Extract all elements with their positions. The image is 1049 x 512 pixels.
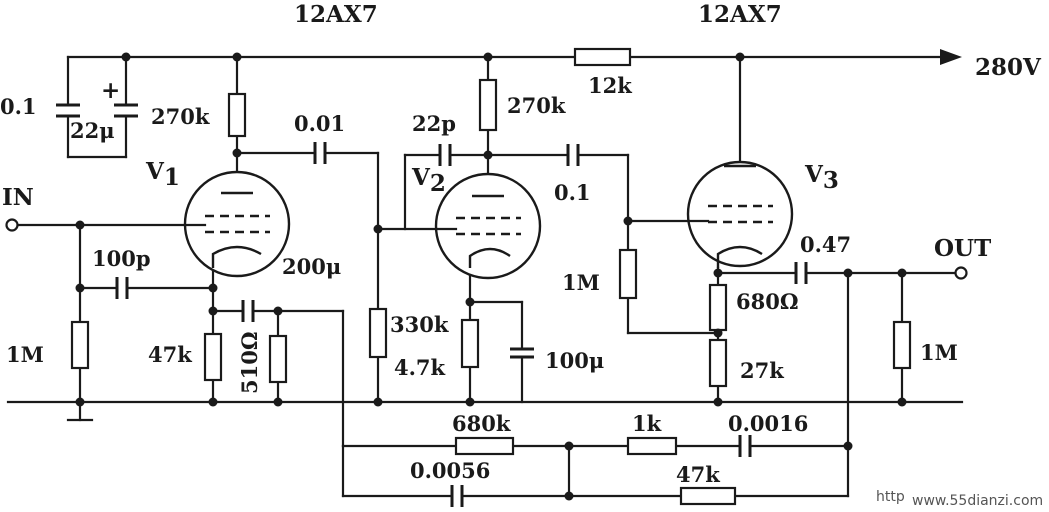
capacitor-v2-feedback bbox=[438, 144, 452, 166]
output-terminal bbox=[954, 266, 968, 280]
capacitors: + bbox=[56, 77, 808, 507]
resistor-510-label: 510Ω bbox=[237, 331, 262, 394]
tube-type-left-label: 12AX7 bbox=[294, 1, 378, 28]
cap-v2-feedback-label: 22p bbox=[412, 111, 456, 136]
resistors bbox=[70, 47, 912, 506]
input-terminal bbox=[5, 218, 19, 232]
resistor-feedback-label: 680k bbox=[452, 411, 511, 436]
cap-output-label: 0.47 bbox=[800, 232, 851, 257]
capacitor-output bbox=[794, 262, 808, 284]
capacitor-supply-bypass bbox=[56, 103, 80, 118]
resistor-tone-47k bbox=[679, 486, 737, 506]
resistor-v1-plate bbox=[227, 92, 247, 138]
tube-v1-label: V1 bbox=[145, 158, 180, 191]
cap-v1-cathode-label: 200μ bbox=[282, 254, 341, 279]
tube-v2-icon bbox=[434, 172, 542, 280]
junction-dots bbox=[75, 52, 907, 501]
resistor-v2-grid bbox=[368, 307, 388, 359]
resistor-output-load bbox=[892, 320, 912, 370]
resistor-supply-12k bbox=[573, 47, 632, 67]
capacitor-v1-cathode bbox=[241, 300, 255, 322]
resistor-v3-cathode-bottom bbox=[708, 338, 728, 388]
resistor-v1-plate-label: 270k bbox=[151, 104, 210, 129]
resistor-v2-plate-label: 270k bbox=[507, 93, 566, 118]
resistor-tone-47k-label: 47k bbox=[676, 462, 720, 487]
capacitor-v1-grid bbox=[115, 277, 129, 299]
resistor-v3-cathode-top bbox=[708, 283, 728, 332]
watermark-site: www.55dianzi.com bbox=[912, 493, 1043, 509]
resistor-v1-cathode-label: 47k bbox=[148, 342, 192, 367]
cap-supply-bypass-label: 0.1 bbox=[0, 94, 37, 119]
capacitor-coupling-1 bbox=[313, 142, 327, 164]
resistor-tone-1k bbox=[626, 436, 678, 456]
resistor-tone-1k-label: 1k bbox=[632, 411, 662, 436]
tube-v3-label: V3 bbox=[804, 161, 839, 194]
watermark-prefix: http bbox=[876, 489, 905, 505]
cap-coupling-1-label: 0.01 bbox=[294, 111, 345, 136]
resistor-v3-cathode-bottom-label: 27k bbox=[740, 358, 784, 383]
cap-tone-0056-label: 0.0056 bbox=[410, 458, 490, 483]
capacitor-tone-0056 bbox=[450, 485, 464, 507]
capacitor-coupling-2 bbox=[566, 144, 580, 166]
capacitor-v2-cathode bbox=[510, 347, 534, 359]
resistor-510 bbox=[268, 334, 288, 384]
polarity-plus-icon: + bbox=[101, 77, 120, 104]
resistor-output-load-label: 1M bbox=[920, 340, 958, 365]
resistor-v3-cathode-top-label: 680Ω bbox=[736, 289, 799, 314]
resistor-12k-label: 12k bbox=[588, 73, 632, 98]
cap-supply-electrolytic-label: 22μ bbox=[70, 118, 115, 143]
cap-v2-cathode-label: 100μ bbox=[545, 348, 604, 373]
supply-arrow-icon bbox=[940, 49, 962, 65]
resistor-feedback-680k bbox=[454, 436, 515, 456]
tube-v1-icon bbox=[183, 170, 291, 278]
cap-v1-grid-label: 100p bbox=[92, 246, 151, 271]
cap-tone-0016-label: 0.0016 bbox=[728, 411, 808, 436]
resistor-v2-grid-label: 330k bbox=[390, 312, 449, 337]
capacitor-tone-0016 bbox=[738, 435, 752, 457]
wires bbox=[6, 55, 964, 498]
resistor-v3-grid-label: 1M bbox=[562, 270, 600, 295]
tube-v2-label: V2 bbox=[411, 164, 446, 197]
resistor-v2-cathode-label: 4.7k bbox=[394, 355, 446, 380]
resistor-v1-cathode bbox=[203, 332, 223, 382]
supply-voltage-label: 280V bbox=[975, 54, 1042, 81]
resistor-v2-cathode bbox=[460, 318, 480, 369]
output-label: OUT bbox=[934, 235, 991, 262]
cap-coupling-2-label: 0.1 bbox=[554, 180, 591, 205]
resistor-v1-grid bbox=[70, 320, 90, 370]
tube-type-right-label: 12AX7 bbox=[698, 1, 782, 28]
input-label: IN bbox=[2, 184, 34, 211]
capacitor-supply-electrolytic: + bbox=[101, 77, 138, 118]
resistor-v3-grid bbox=[618, 248, 638, 300]
resistor-v1-grid-label: 1M bbox=[6, 342, 44, 367]
tube-v3-icon bbox=[686, 160, 794, 268]
resistor-v2-plate bbox=[478, 78, 498, 132]
